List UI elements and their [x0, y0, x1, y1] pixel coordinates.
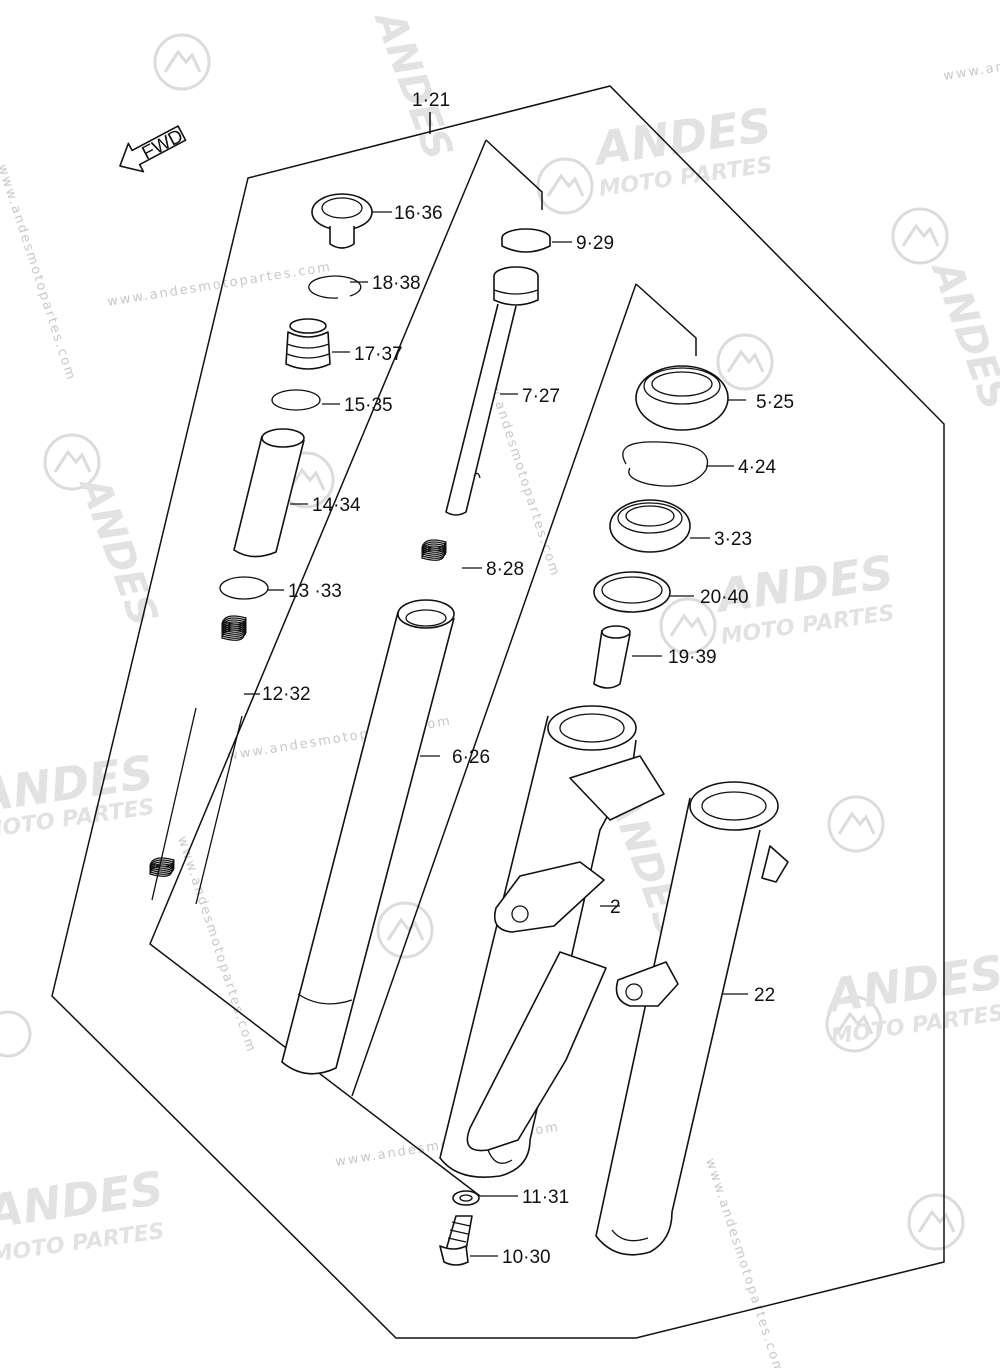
label-part-7: 7·27 [522, 386, 560, 407]
part-gasket [452, 1190, 518, 1206]
svg-text:www.andesmotopartes.com: www.andesmotopartes.com [174, 835, 258, 1056]
label-part-20: 20·40 [700, 587, 749, 608]
part-washer [219, 576, 284, 600]
label-part-18: 18·38 [372, 273, 421, 294]
part-inner-tube [281, 599, 455, 1075]
part-cap-bolt [311, 193, 392, 249]
label-part-13: 13 ·33 [288, 581, 342, 602]
svg-text:www.andesmotopartes.com: www.andesmotopartes.com [942, 34, 1000, 84]
part-spacer [233, 428, 308, 558]
part-oil-seal [609, 499, 710, 553]
label-part-10: 10·30 [502, 1247, 551, 1268]
label-part-3: 3·23 [714, 529, 752, 550]
part-outer-tube-left [439, 705, 665, 1178]
svg-text:ANDES: ANDES [922, 253, 1000, 416]
svg-text:www.andesmotopartes.com: www.andesmotopartes.com [702, 1157, 786, 1368]
part-outer-tube-right [595, 781, 789, 1256]
label-part-12: 12·32 [262, 684, 311, 705]
fwd-label: FWD [139, 125, 187, 164]
label-part-17: 17·37 [354, 344, 403, 365]
part-rebound-spring [421, 539, 482, 569]
part-damper-rod [445, 266, 539, 516]
label-part-2: 2 [610, 897, 621, 918]
part-fork-spring [149, 615, 260, 905]
part-slide-bushing [593, 571, 694, 613]
part-oil-lock-piece [285, 318, 350, 370]
assembly-label: 1·21 [412, 90, 450, 111]
svg-text:www.andesmotopartes.com: www.andesmotopartes.com [0, 163, 79, 384]
svg-text:ANDES: ANDES [365, 3, 462, 166]
label-part-6: 6·26 [452, 747, 490, 768]
svg-text:www.andesmotopartes.com: www.andesmotopartes.com [106, 260, 333, 310]
label-part-15: 15·35 [344, 395, 393, 416]
part-bolt [439, 1215, 498, 1266]
part-piston-ring [501, 228, 572, 253]
label-part-8: 8·28 [486, 559, 524, 580]
part-o-ring [271, 389, 340, 411]
label-part-4: 4·24 [738, 457, 776, 478]
part-labels: 16·36 18·38 17·37 15·35 14·34 13 ·33 12·… [262, 203, 794, 1268]
label-part-14: 14·34 [312, 495, 361, 516]
label-part-9: 9·29 [576, 233, 614, 254]
part-dust-seal [635, 365, 746, 431]
assembly-frame [51, 85, 945, 1339]
label-part-22: 22 [754, 985, 775, 1006]
svg-text:ANDES: ANDES [70, 469, 167, 632]
fwd-arrow-icon: FWD [119, 125, 187, 173]
part-stopper-ring [622, 441, 734, 487]
label-part-5: 5·25 [756, 392, 794, 413]
label-part-11: 11·31 [522, 1187, 569, 1208]
label-part-16: 16·36 [394, 203, 443, 224]
part-snap-ring [308, 275, 368, 299]
part-oil-lock-cylinder [593, 625, 662, 689]
label-part-19: 19·39 [668, 647, 717, 668]
